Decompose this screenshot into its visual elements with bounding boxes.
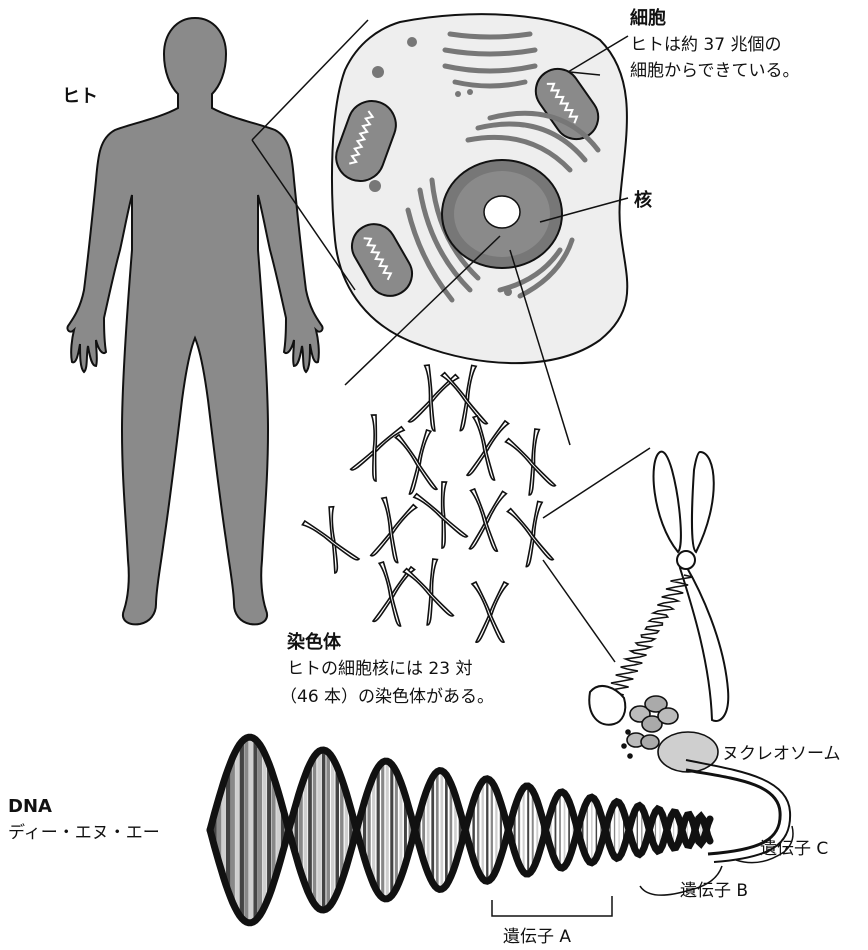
label-chromosome-title: 染色体 xyxy=(287,630,341,656)
gene-a-bracket xyxy=(492,896,612,916)
chromosome xyxy=(465,489,506,552)
label-dna-reading: ディー・エヌ・エー xyxy=(8,820,160,846)
dna-double-helix xyxy=(210,737,710,923)
label-cell-title: 細胞 xyxy=(630,6,666,32)
chromosome xyxy=(347,413,405,483)
chromosome xyxy=(472,582,508,642)
nucleosome-cluster xyxy=(622,696,718,772)
label-gene-a: 遺伝子 A xyxy=(503,924,571,950)
label-chromosome-desc-1: ヒトの細胞核には 23 対 xyxy=(287,656,472,682)
label-nucleus: 核 xyxy=(634,188,652,214)
cell-illustration xyxy=(329,14,627,363)
chromatin-coil xyxy=(606,575,692,695)
nucleosome xyxy=(658,732,718,772)
chromosome xyxy=(463,415,509,481)
label-gene-c: 遺伝子 C xyxy=(760,836,828,862)
label-cell-desc-2: 細胞からできている。 xyxy=(630,58,800,84)
chromosome xyxy=(405,364,459,433)
chromosome xyxy=(413,480,471,550)
nucleolus xyxy=(484,196,520,228)
label-human: ヒト xyxy=(62,84,98,110)
human-silhouette xyxy=(67,18,322,624)
enlarged-chromosome xyxy=(589,452,728,725)
label-cell-desc-1: ヒトは約 37 兆個の xyxy=(630,32,781,58)
chromosome xyxy=(505,428,559,497)
chromosome xyxy=(395,429,441,495)
label-dna-title: DNA xyxy=(8,794,52,820)
chromosome xyxy=(301,505,362,575)
chromosome xyxy=(441,364,491,431)
label-nucleosome: ヌクレオソーム xyxy=(722,741,841,767)
label-gene-b: 遺伝子 B xyxy=(680,878,748,904)
chromosome-set xyxy=(301,364,559,643)
label-chromosome-desc-2: （46 本）の染色体がある。 xyxy=(280,684,494,710)
chromosome xyxy=(367,496,417,563)
chromosome xyxy=(507,500,557,567)
centromere xyxy=(677,551,695,569)
